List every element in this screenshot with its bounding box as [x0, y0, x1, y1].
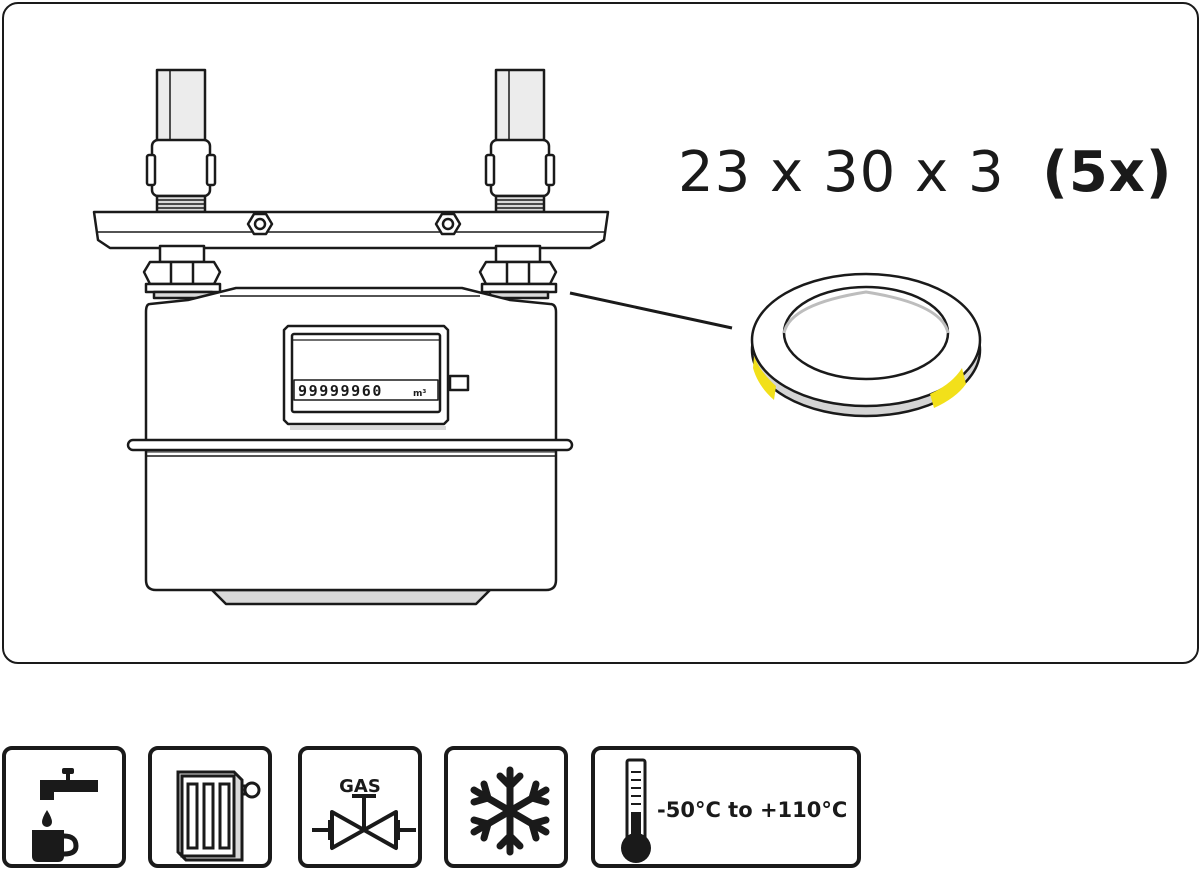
counter-reading: 99999960 — [298, 382, 383, 400]
drinking-water-icon — [2, 746, 126, 868]
washer-quantity: (5x) — [1042, 140, 1173, 205]
washer-size-label: 23 x 30 x 3 (5x) — [678, 140, 1173, 205]
snowflake-icon — [444, 746, 568, 868]
left-pipe — [145, 68, 217, 214]
meter-counter-window — [282, 324, 470, 430]
right-nut — [478, 244, 558, 300]
leader-line — [569, 291, 733, 330]
mounting-bracket — [92, 210, 610, 250]
temperature-range-label: -50°C to +110°C — [657, 798, 848, 822]
gas-label: GAS — [339, 776, 381, 797]
left-nut — [142, 244, 222, 300]
radiator-icon — [148, 746, 272, 868]
right-pipe — [484, 68, 556, 214]
washer-dimensions: 23 x 30 x 3 — [678, 140, 1005, 205]
gas-valve-icon: GAS — [298, 746, 422, 868]
sealing-washer — [750, 272, 982, 418]
meter-body — [126, 286, 574, 606]
thermometer-icon: -50°C to +110°C — [591, 746, 861, 868]
counter-unit: m³ — [413, 389, 426, 399]
